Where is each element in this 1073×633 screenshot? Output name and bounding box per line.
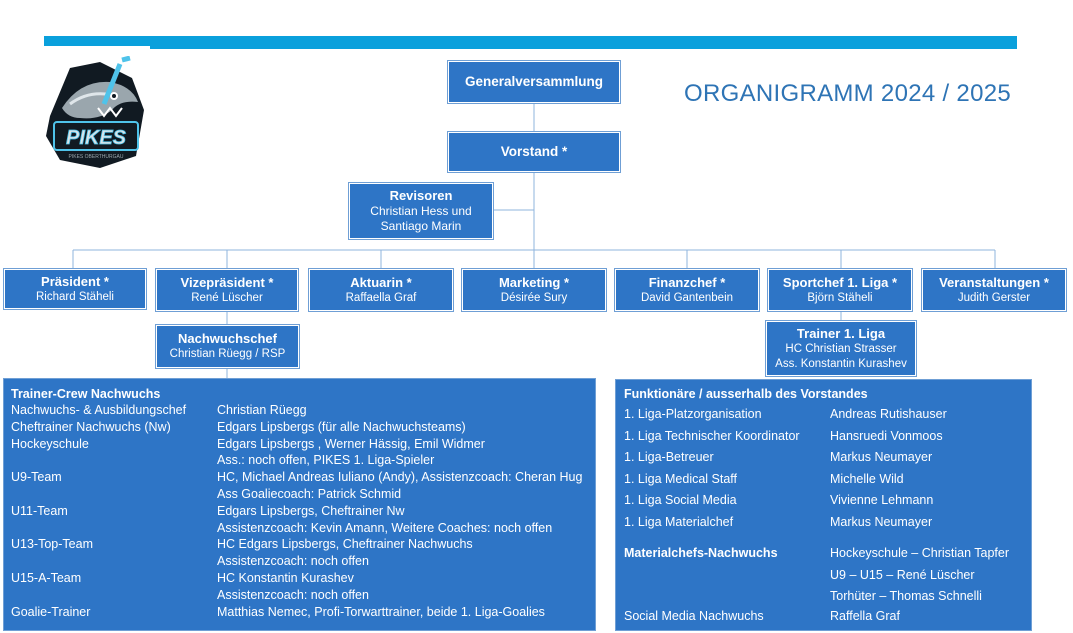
node-revisoren: Revisoren Christian Hess und Santiago Ma… [348,182,494,240]
pikes-logo: PIKES PIKES OBERTHURGAU [46,56,144,168]
funktion-role: 1. Liga Materialchef [624,514,734,529]
node-name: Björn Stäheli [807,291,873,304]
funktion-person: Andreas Rutishauser [830,407,947,421]
node-title: Nachwuchschef [178,331,277,346]
node-trainer-1-liga: Trainer 1. Liga HC Christian Strasser As… [765,320,917,377]
crew-person: Ass Goaliecoach: Patrick Schmid [217,487,402,501]
node-veranstaltungen: Veranstaltungen * Judith Gerster [921,268,1067,312]
funktion-person: Markus Neumayer [830,514,933,529]
top-bar-notch [44,46,150,49]
node-title: Vorstand * [500,144,568,159]
funktionaere-panel: Funktionäre / ausserhalb des Vorstandes … [615,379,1032,631]
crew-person: Assistenzcoach: noch offen [217,554,369,569]
node-title: Finanzchef * [648,274,726,290]
page-title: ORGANIGRAMM 2024 / 2025 [684,80,1012,107]
logo-wordmark: PIKES [66,127,127,149]
funktion-role: 1. Liga Medical Staff [624,471,738,486]
node-name: Christian Rüegg / RSP [169,348,286,360]
funktion-person: Markus Neumayer [830,450,933,464]
crew-role: Hockeyschule [11,436,89,451]
node-title: Marketing * [498,274,570,290]
node-vizepraesident: Vizepräsident * René Lüscher [155,268,299,312]
logo-subtext: PIKES OBERTHURGAU [69,154,124,160]
crew-person: Ass.: noch offen, PIKES 1. Liga-Spieler [217,453,435,468]
node-title: Präsident * [41,273,109,289]
crew-person: Assistenzcoach: noch offen [217,587,369,602]
node-nachwuchschef: Nachwuchschef Christian Rüegg / RSP [155,324,300,369]
funktionaere-heading: Funktionäre / ausserhalb des Vorstandes [624,387,868,401]
top-accent-bar [44,36,1017,49]
social-media-person: Raffella Graf [830,609,900,623]
crew-person: HC Konstantin Kurashev [217,571,354,585]
funktion-role: 1. Liga Technischer Koordinator [624,428,800,443]
trainer-crew-heading: Trainer-Crew Nachwuchs [11,387,161,401]
crew-role: U15-A-Team [11,571,82,585]
social-media-role: Social Media Nachwuchs [624,609,764,623]
node-name: Judith Gerster [957,291,1031,304]
materialchef-entry: U9 – U15 – René Lüscher [830,567,975,582]
node-praesident: Präsident * Richard Stäheli [3,268,147,310]
crew-role: Nachwuchs- & Ausbildungschef [11,403,187,417]
funktion-role: 1. Liga-Betreuer [624,450,714,464]
node-vorstand: Vorstand * [447,131,621,173]
node-title: Sportchef 1. Liga * [782,274,898,290]
crew-role: Cheftrainer Nachwuchs (Nw) [11,419,171,434]
node-generalversammlung: Generalversammlung [447,60,621,104]
trainer-crew-panel: Trainer-Crew Nachwuchs Nachwuchs- & Ausb… [3,378,596,631]
crew-person: Matthias Nemec, Profi-Torwarttrainer, be… [217,604,545,619]
node-aktuarin: Aktuarin * Raffaella Graf [308,268,454,312]
crew-person: Edgars Lipsbergs (für alle Nachwuchsteam… [217,419,466,434]
node-title: Vizepräsident * [180,274,274,290]
node-title: Generalversammlung [464,74,604,89]
node-marketing: Marketing * Désirée Sury [461,268,607,312]
node-name: Désirée Sury [500,291,568,304]
funktion-person: Michelle Wild [830,471,904,486]
node-name: René Lüscher [191,291,263,304]
funktion-person: Hansruedi Vonmoos [830,428,943,443]
node-line: Christian Hess und [370,204,472,218]
node-title: Aktuarin * [350,274,412,290]
materialchef-entry: Hockeyschule – Christian Tapfer [830,546,1010,560]
node-name: David Gantenbein [640,291,734,304]
crew-person: Edgars Lipsbergs , Werner Hässig, Emil W… [217,436,485,451]
funktion-person: Vivienne Lehmann [830,493,934,507]
crew-role: U11-Team [11,503,68,518]
node-title: Veranstaltungen * [939,274,1049,290]
node-line: Ass. Konstantin Kurashev [775,357,907,370]
crew-role: U9-Team [11,470,62,485]
materialchef-entry: Torhüter – Thomas Schnelli [830,589,982,603]
node-title: Revisoren [389,188,453,203]
crew-person: Edgars Lipsbergs, Cheftrainer Nw [217,503,405,518]
node-line: HC Christian Strasser [785,342,897,355]
materialchefs-heading: Materialchefs-Nachwuchs [624,546,778,560]
crew-role: U13-Top-Team [11,537,93,552]
node-line: Santiago Marin [380,219,462,233]
node-title: Trainer 1. Liga [796,325,886,341]
crew-person: Christian Rüegg [217,403,307,417]
crew-person: HC, Michael Andreas Iuliano (Andy), Assi… [217,470,583,485]
node-name: Raffaella Graf [345,291,417,304]
crew-person: Assistenzcoach: Kevin Amann, Weitere Coa… [217,520,553,535]
node-sportchef: Sportchef 1. Liga * Björn Stäheli [767,268,913,312]
crew-role: Goalie-Trainer [11,604,91,619]
node-name: Richard Stäheli [36,290,114,303]
funktion-role: 1. Liga Social Media [624,493,737,507]
crew-person: HC Edgars Lipsbergs, Cheftrainer Nachwuc… [217,537,473,552]
node-finanzchef: Finanzchef * David Gantenbein [614,268,760,312]
funktion-role: 1. Liga-Platzorganisation [624,407,762,421]
